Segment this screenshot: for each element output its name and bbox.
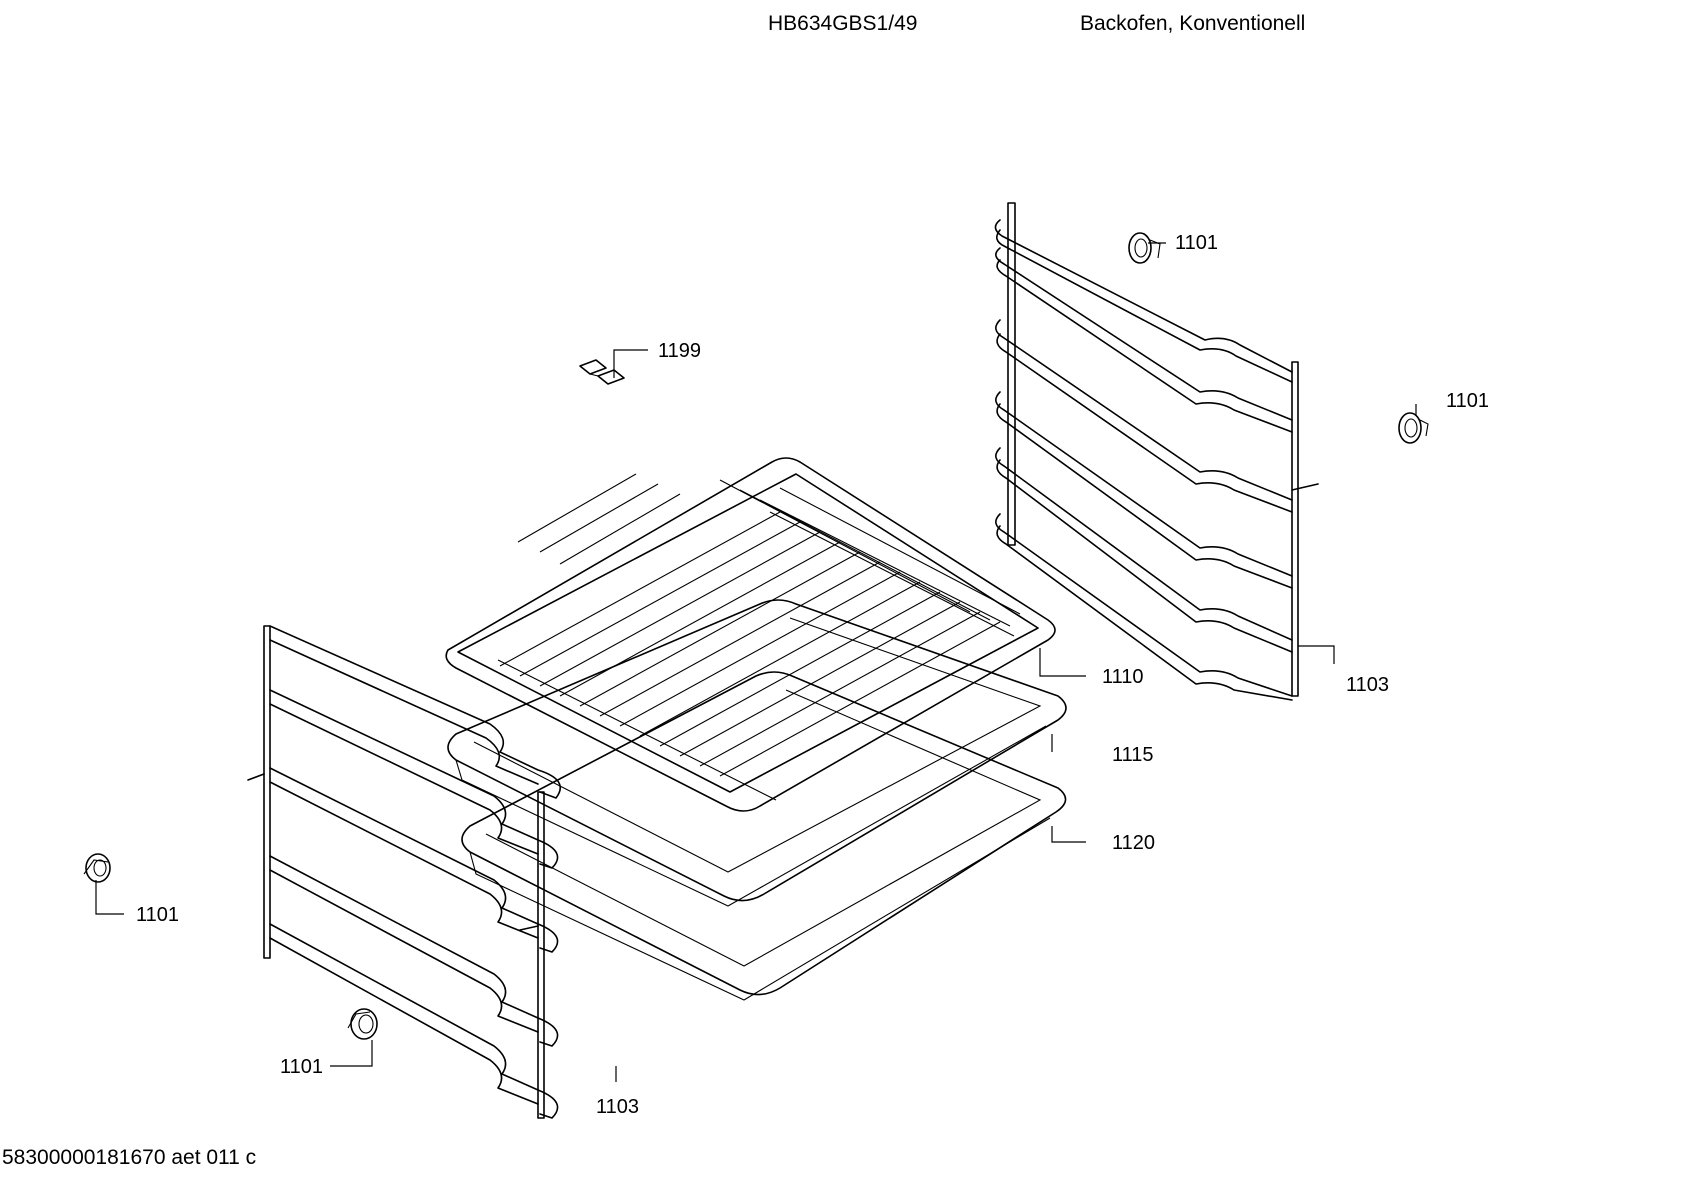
callout-1101-bottom: 1101 — [280, 1056, 324, 1078]
fastener-1101-top — [1128, 232, 1161, 264]
baking-tray-1115 — [447, 599, 1067, 907]
callout-1110: 1110 — [1102, 666, 1144, 688]
callout-1120: 1120 — [1112, 832, 1156, 854]
fastener-1101-left — [83, 853, 111, 883]
wire-shelf-1110 — [445, 457, 1056, 812]
callout-1101-left: 1101 — [136, 904, 180, 926]
leader-lines — [95, 242, 1417, 1082]
document-code: 58300000181670 aet 011 c — [2, 1146, 257, 1169]
right-shelf-rail — [994, 202, 1319, 701]
callout-1103-left: 1103 — [596, 1096, 640, 1118]
callout-1101-right: 1101 — [1446, 390, 1490, 412]
fastener-1101-bottom — [347, 1008, 378, 1040]
callout-1103-right: 1103 — [1346, 674, 1390, 696]
callout-1101-top: 1101 — [1175, 232, 1219, 254]
left-shelf-rail — [247, 625, 561, 1119]
callout-1115: 1115 — [1112, 744, 1154, 766]
clip-part-1199 — [579, 359, 625, 385]
callout-1199: 1199 — [658, 340, 702, 362]
baking-tray-1120 — [461, 671, 1067, 1001]
appliance-description: Backofen, Konventionell — [1080, 12, 1306, 35]
fastener-1101-right — [1398, 412, 1429, 444]
model-number: HB634GBS1/49 — [768, 12, 918, 35]
